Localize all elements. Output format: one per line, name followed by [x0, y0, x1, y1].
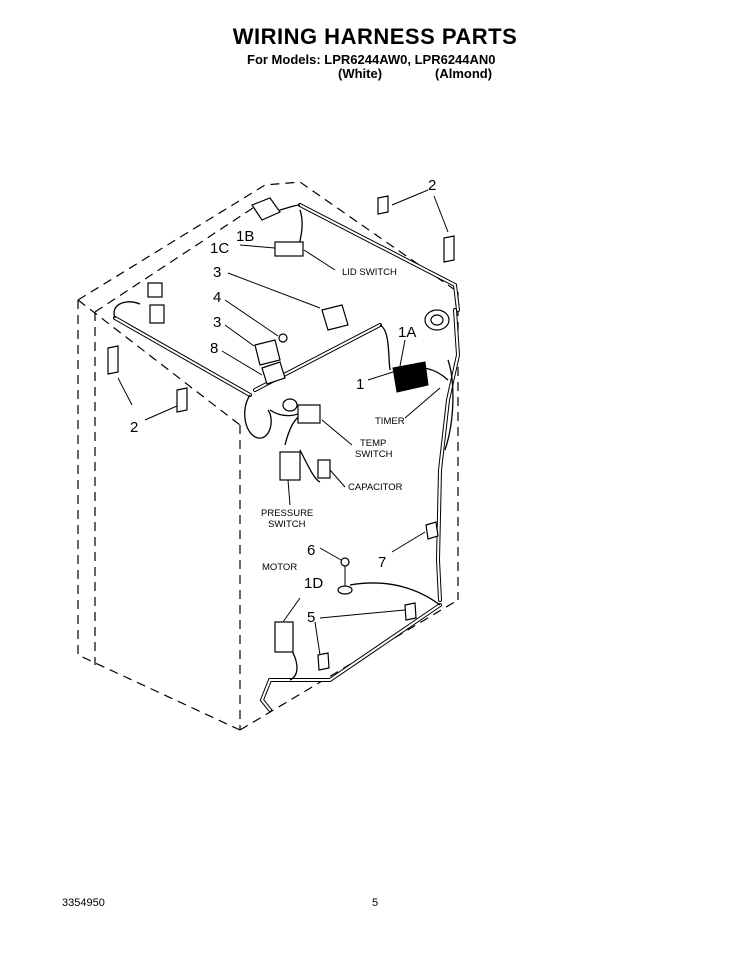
callout-1a: 1A: [398, 324, 416, 341]
timer-connector-1a: [392, 361, 429, 393]
capacitor-connector: [317, 459, 331, 479]
connector-left-b: [149, 304, 165, 324]
clip-5-b: [317, 652, 330, 671]
temp-switch: [297, 404, 321, 424]
callout-3-upper: 3: [213, 264, 221, 281]
pressure-switch-connector: [279, 451, 301, 481]
callout-8: 8: [210, 340, 218, 357]
clip-7: [425, 521, 439, 540]
callout-3-lower: 3: [213, 314, 221, 331]
label-lid-switch: LID SWITCH: [342, 267, 397, 278]
label-motor: MOTOR: [262, 562, 297, 573]
motor-connector-1d: [274, 621, 294, 653]
clip-left-b: [176, 387, 188, 413]
callout-7: 7: [378, 554, 386, 571]
callout-5: 5: [307, 609, 315, 626]
label-temp: TEMP: [360, 438, 386, 449]
callout-1b: 1B: [236, 228, 254, 245]
connector-left-a: [147, 282, 163, 298]
cabinet-outline: [77, 181, 459, 731]
clip-right-top: [443, 235, 455, 263]
connector-1c: [274, 241, 304, 257]
label-timer: TIMER: [375, 416, 405, 427]
parts: [107, 195, 455, 671]
harness-wires: [113, 203, 461, 712]
callout-1: 1: [356, 376, 364, 393]
variant-almond: (Almond): [435, 66, 493, 81]
callout-2-top: 2: [428, 177, 436, 194]
label-temp-switch: SWITCH: [355, 449, 393, 460]
screw-6: [340, 557, 350, 567]
clip-3-upper: [321, 304, 349, 331]
callout-2-left: 2: [130, 419, 138, 436]
callout-1d: 1D: [304, 575, 323, 592]
page-title: WIRING HARNESS PARTS: [232, 24, 518, 49]
part-8: [261, 361, 286, 385]
leaders: [117, 189, 449, 656]
clip-5-a: [404, 602, 417, 621]
label-pressure-switch: SWITCH: [268, 519, 306, 530]
clip-left-a: [107, 345, 119, 375]
connector-1b: [251, 197, 281, 221]
screw-4: [278, 333, 288, 343]
models-line: For Models: LPR6244AW0, LPR6244AN0: [247, 52, 496, 67]
clip-top: [377, 195, 389, 215]
page-number: 5: [372, 897, 379, 909]
clip-3-lower: [254, 339, 281, 366]
callout-1c: 1C: [210, 240, 229, 257]
callout-6: 6: [307, 542, 315, 559]
callout-4: 4: [213, 289, 221, 306]
variant-white: (White): [338, 66, 383, 81]
label-capacitor: CAPACITOR: [348, 482, 403, 493]
document-number: 3354950: [62, 897, 105, 909]
label-pressure: PRESSURE: [261, 508, 313, 519]
